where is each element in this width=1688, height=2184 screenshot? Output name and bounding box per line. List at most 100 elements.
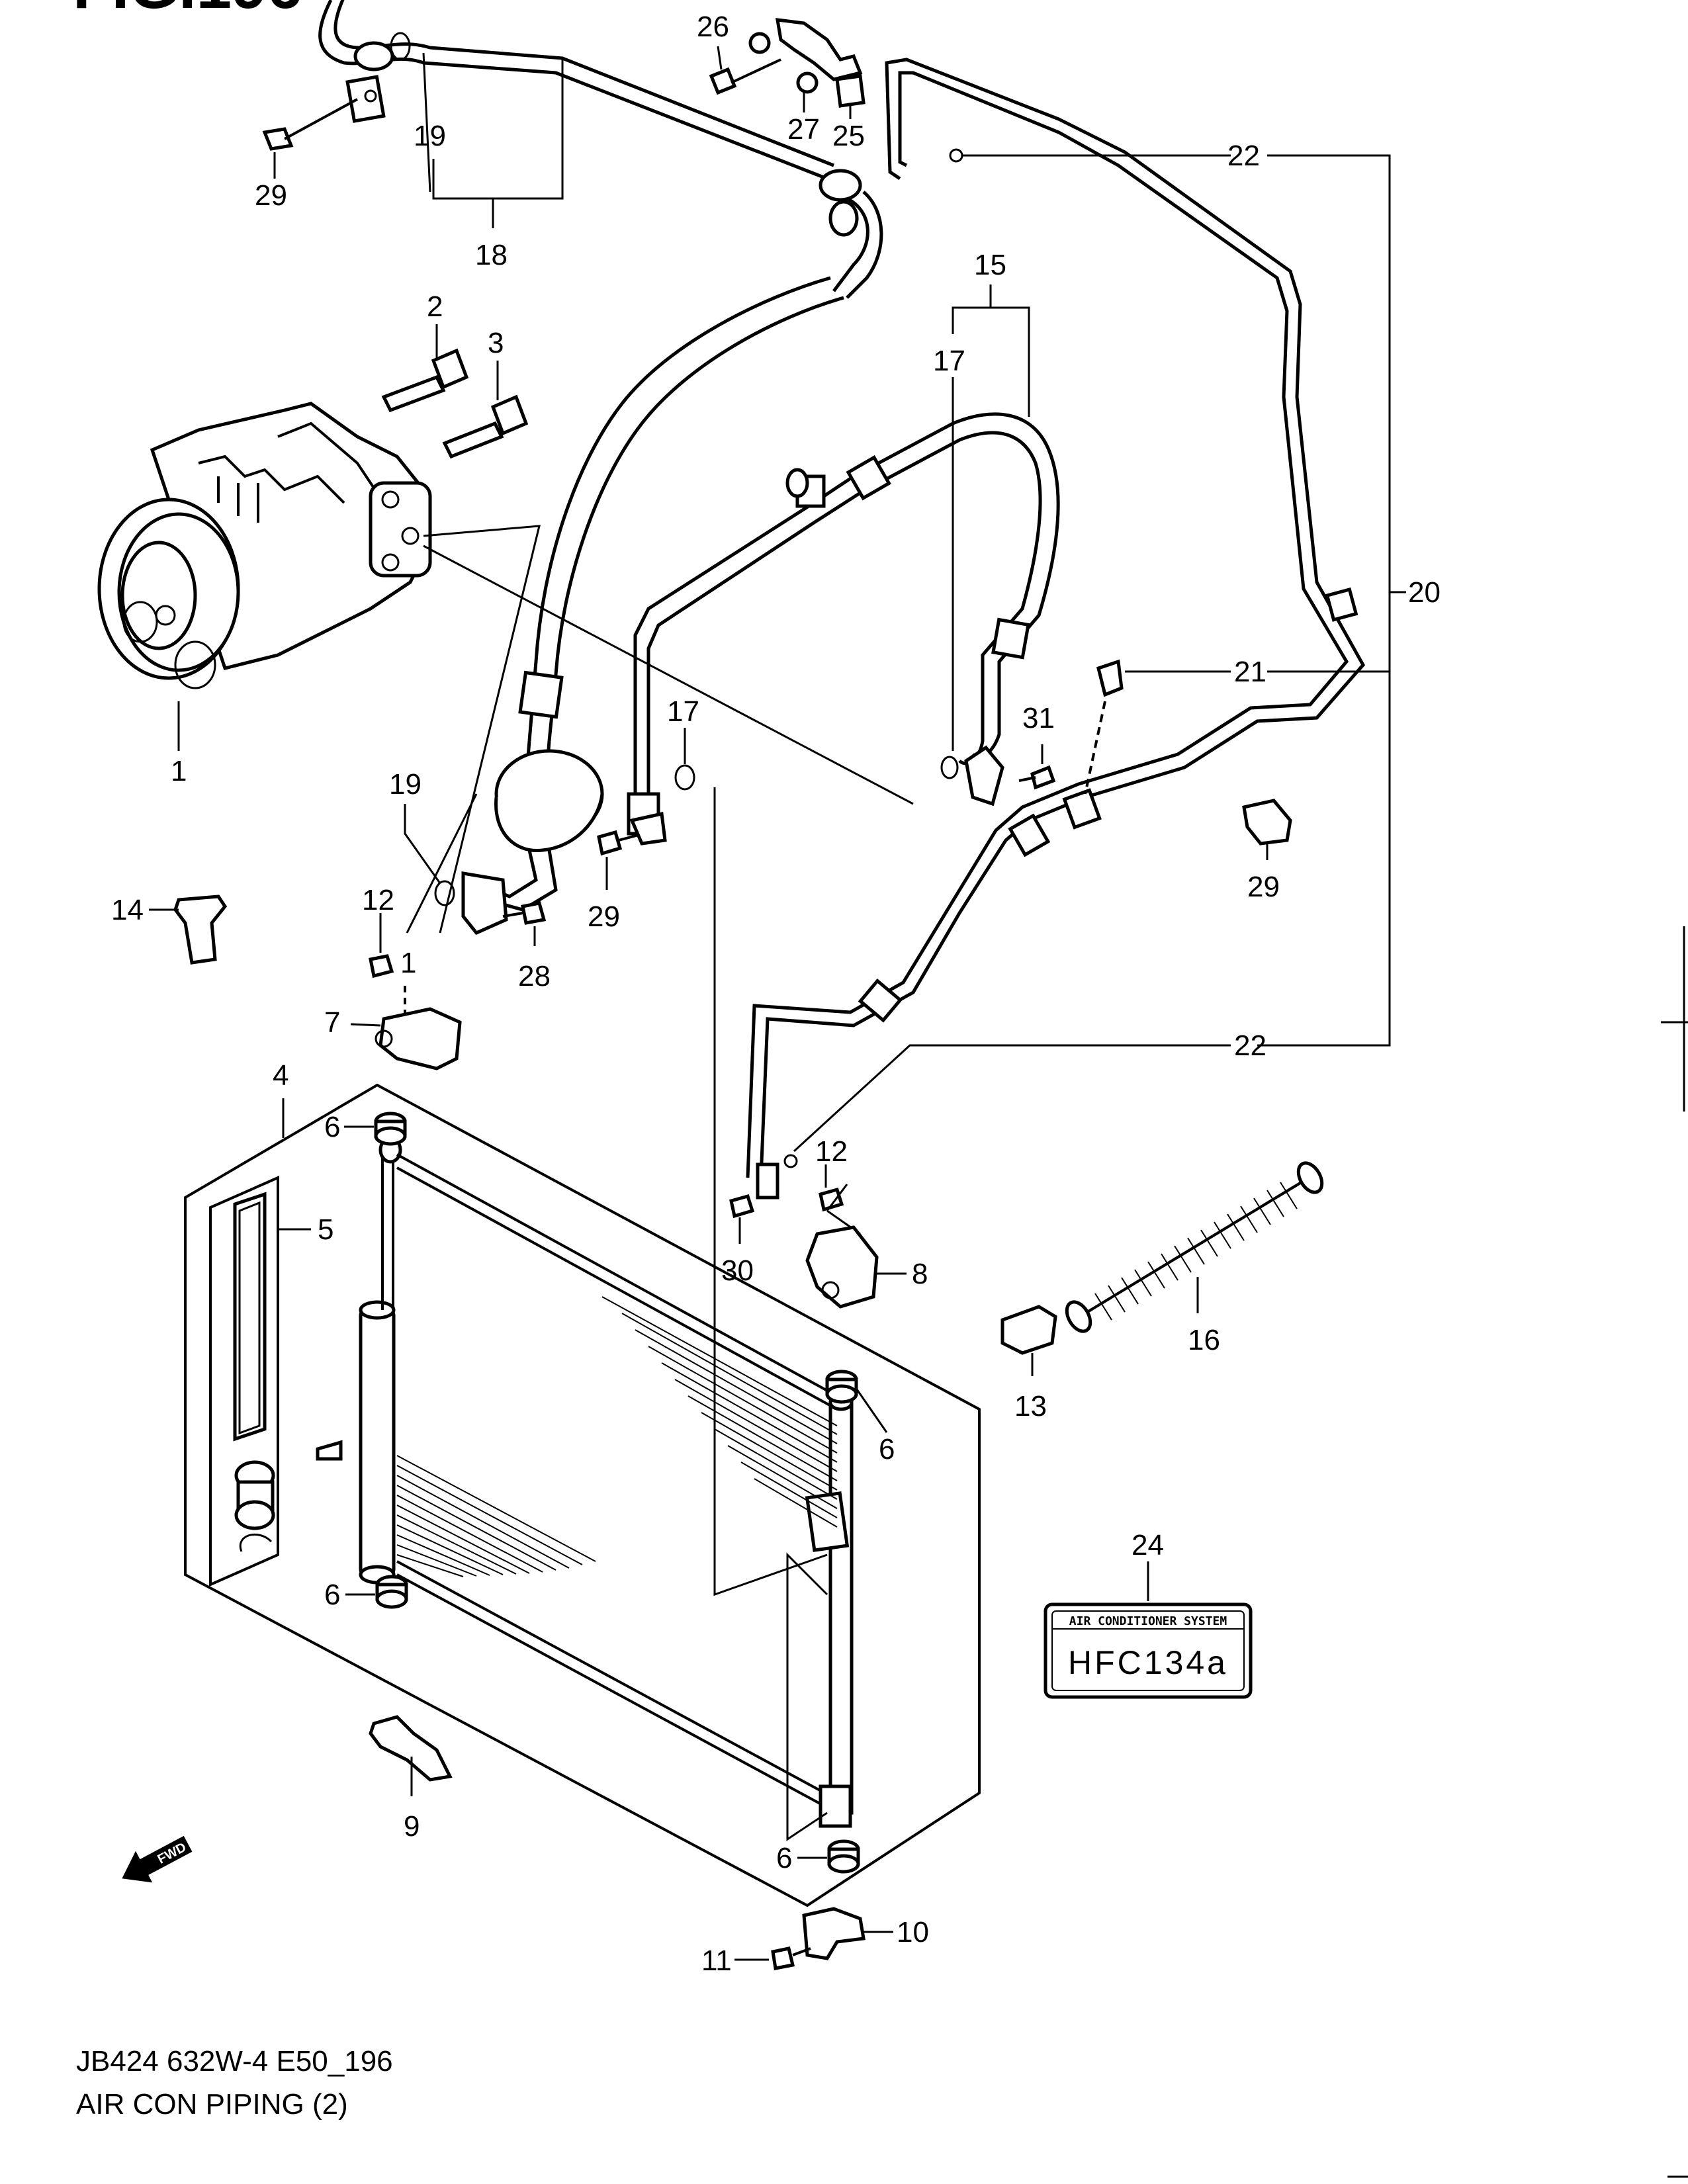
callout-19-top: 17 xyxy=(933,345,965,377)
pipe-18 xyxy=(627,412,1060,846)
callout-4: 4 xyxy=(273,1059,289,1092)
callout-29-mid: 29 xyxy=(588,900,620,933)
callout-31: 24 xyxy=(1132,1529,1164,1561)
cap-part xyxy=(173,895,228,965)
bolt-part xyxy=(442,394,529,459)
forward-arrow-icon: FWD xyxy=(122,1835,193,1883)
leader-line xyxy=(423,525,541,934)
callout-6c: 6 xyxy=(879,1433,895,1465)
callout-13: 13 xyxy=(1014,1390,1047,1422)
leader-line xyxy=(406,793,478,934)
callout-17-mid: 19 xyxy=(389,768,422,801)
callout-12-left: 12 xyxy=(362,884,394,916)
leader-line xyxy=(717,46,723,70)
cushion-part xyxy=(375,1575,408,1609)
callout-12-right: 12 xyxy=(815,1135,848,1168)
clip-part xyxy=(1242,799,1292,846)
callout-29-bottom: 30 xyxy=(721,1254,754,1287)
leader-line xyxy=(793,1044,1231,1153)
label-plate-refrigerant: HFC134a xyxy=(1068,1644,1228,1681)
leader-line xyxy=(404,804,441,884)
bracket-part xyxy=(709,18,866,108)
bracket-7 xyxy=(375,1007,462,1070)
cushion-part xyxy=(827,1839,860,1874)
callout-16: 18 xyxy=(475,239,508,271)
bracket-8 xyxy=(805,1225,879,1309)
o-ring xyxy=(434,880,455,906)
condenser-core xyxy=(359,1136,854,1828)
o-ring xyxy=(390,32,411,61)
compressor-part xyxy=(97,402,432,689)
callout-18: 15 xyxy=(974,249,1006,281)
callout-10: 10 xyxy=(897,1916,929,1948)
callout-9: 9 xyxy=(404,1810,420,1843)
o-ring xyxy=(940,756,959,779)
callout-6d: 6 xyxy=(776,1842,792,1874)
callout-24: 25 xyxy=(832,120,865,152)
callout-11: 11 xyxy=(701,1944,732,1977)
figure-code: JB424 632W-4 E50_196 xyxy=(76,2045,393,2077)
callout-7: 7 xyxy=(324,1006,340,1039)
callout-22-top: 22 xyxy=(1227,140,1260,172)
pressure-switch-part xyxy=(1084,659,1124,795)
bolt-part xyxy=(729,1194,755,1219)
callout-27: 29 xyxy=(1247,871,1280,903)
label-plate-header: AIR CONDITIONER SYSTEM xyxy=(1069,1614,1227,1628)
leader-line xyxy=(422,52,431,193)
pipe-20 xyxy=(746,58,1366,1200)
figure-caption: AIR CON PIPING (2) xyxy=(76,2088,348,2120)
bolt-part xyxy=(381,348,469,413)
callout-14: 14 xyxy=(111,894,144,926)
callout-26: 27 xyxy=(787,113,820,146)
callout-21: 21 xyxy=(1234,656,1266,688)
leader-line xyxy=(423,545,914,805)
bracket-10 xyxy=(802,1907,866,1960)
drain-hose-15 xyxy=(1065,1161,1324,1333)
o-ring xyxy=(674,764,695,791)
callout-29-top: 29 xyxy=(255,179,287,212)
callout-30: 31 xyxy=(1022,702,1055,734)
receiver-drier-kit xyxy=(209,1175,343,1587)
leader-line xyxy=(713,787,828,1596)
callout-2: 2 xyxy=(427,290,443,323)
bracket-9 xyxy=(369,1715,453,1782)
callout-5: 5 xyxy=(318,1213,333,1246)
cushion-part xyxy=(825,1370,858,1404)
refrigerant-label-plate: AIR CONDITIONER SYSTEM HFC134a xyxy=(1044,1602,1253,1699)
leader-line xyxy=(350,1023,381,1027)
bracket-line xyxy=(432,60,564,200)
pipe-16 xyxy=(318,0,883,299)
bolt-part xyxy=(1018,765,1056,790)
bolt-part xyxy=(502,901,547,925)
callout-3: 3 xyxy=(488,327,504,359)
bolt-part xyxy=(262,98,358,151)
figure-title: FIG.196 xyxy=(73,0,302,22)
o-ring xyxy=(949,148,963,163)
callout-17-top: 19 xyxy=(414,120,446,152)
callout-25: 26 xyxy=(697,11,729,43)
callout-1: 1 xyxy=(171,755,187,787)
callout-19-mid: 17 xyxy=(667,695,699,728)
bolt-part xyxy=(819,1187,844,1212)
condenser-fins xyxy=(396,1296,838,1577)
leader-line xyxy=(856,1389,888,1433)
callout-6a: 6 xyxy=(324,1111,340,1143)
bolt-part xyxy=(771,1946,811,1970)
callout-15: 16 xyxy=(1188,1324,1220,1356)
callout-1-small: 1 xyxy=(400,947,416,979)
callout-28: 28 xyxy=(518,960,551,992)
callout-20: 20 xyxy=(1408,576,1441,609)
clip-13 xyxy=(1000,1305,1057,1355)
o-ring xyxy=(783,1154,798,1168)
suction-hose xyxy=(461,276,844,936)
bolt-part xyxy=(369,954,394,979)
leader-line xyxy=(786,1552,828,1841)
callout-22-bottom: 22 xyxy=(1234,1029,1266,1062)
bolt-part xyxy=(597,830,639,856)
bracket-line xyxy=(1257,154,1391,1047)
callout-8: 8 xyxy=(912,1258,928,1290)
condenser-frame xyxy=(184,1083,981,1907)
cushion-part xyxy=(374,1112,407,1146)
callout-6b: 6 xyxy=(324,1579,340,1611)
